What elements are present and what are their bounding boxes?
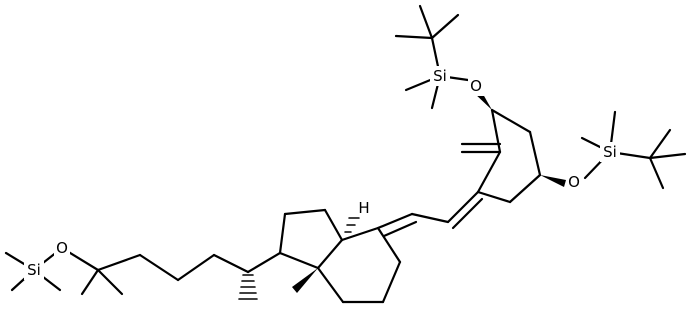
atom-label-h-ring: H xyxy=(358,199,369,217)
atom-label-si-left: Si xyxy=(27,261,41,279)
atom-label-o-top: O xyxy=(470,77,482,95)
exocyclic-methylene xyxy=(460,142,502,154)
top-tbs-bonds xyxy=(394,4,470,110)
right-tbs-bonds xyxy=(580,110,687,190)
triene-bonds xyxy=(376,190,484,238)
ring-junction-hashed-h xyxy=(344,217,360,233)
six-membered-ring-bonds xyxy=(316,226,402,304)
side-chain-methyl-hashed xyxy=(238,274,258,300)
atom-label-o-left: O xyxy=(56,239,68,257)
angular-methyl-wedge xyxy=(292,268,318,293)
atom-label-si-top: Si xyxy=(433,67,447,85)
a-ring-o-wedges xyxy=(473,87,566,187)
atom-label-si-right: Si xyxy=(603,143,617,161)
a-ring-bonds xyxy=(476,108,542,204)
atom-label-o-right: O xyxy=(568,173,580,191)
five-membered-ring-bonds xyxy=(246,208,344,274)
